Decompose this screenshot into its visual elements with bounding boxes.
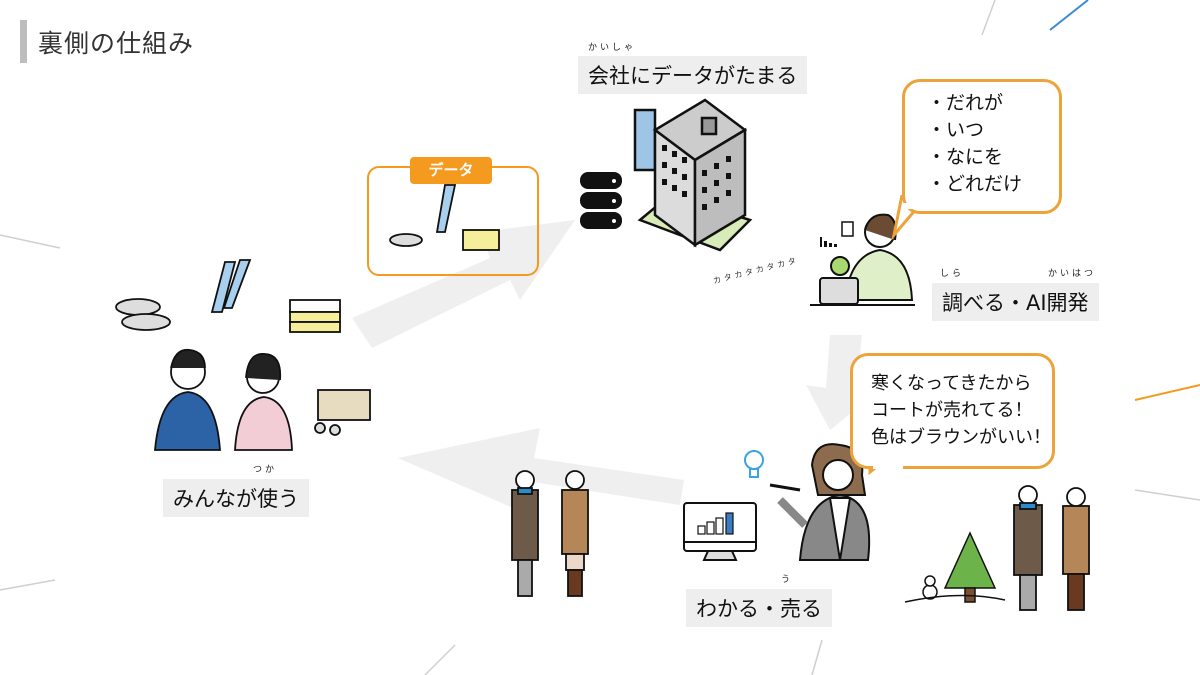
ruby-research-1: しら bbox=[940, 269, 965, 279]
orange-accent-line bbox=[1134, 384, 1200, 401]
flow-arrow-left bbox=[398, 428, 684, 510]
step-label-sell: わかる・売る bbox=[686, 589, 832, 627]
users-illustration bbox=[154, 348, 371, 451]
bubble-tail-mask bbox=[873, 464, 903, 469]
money-icon bbox=[314, 389, 371, 436]
step-label-use: みんなが使う bbox=[163, 479, 309, 517]
question-line: ・どれだけ bbox=[927, 173, 1023, 195]
blue-accent-line bbox=[1049, 0, 1089, 31]
bubble-tail-mask bbox=[902, 203, 932, 209]
bar-chart-icon bbox=[820, 237, 837, 247]
ruby-research-2: かいはつ bbox=[1048, 269, 1097, 279]
speech-bubble-insight: 寒くなってきたから コートが売れてる！ 色はブラウンがいい！ bbox=[850, 353, 1055, 469]
flow-arrow-down bbox=[806, 335, 880, 430]
pie-chart-icon bbox=[830, 256, 850, 276]
question-line: ・だれが bbox=[927, 92, 1004, 114]
insight-line: 寒くなってきたから bbox=[871, 373, 1032, 394]
step-label-company: 会社にデータがたまる bbox=[578, 56, 808, 94]
clothes-items-illustration bbox=[115, 184, 500, 333]
lightbulb-icon bbox=[744, 450, 764, 478]
database-icon bbox=[580, 172, 622, 229]
monitor-chart-icon bbox=[683, 502, 757, 561]
snow-tree-icon bbox=[904, 531, 1006, 603]
analyst-illustration bbox=[683, 443, 871, 561]
data-tag: データ bbox=[410, 157, 492, 184]
ruby-sell: う bbox=[781, 575, 794, 585]
insight-line: コートが売れてる！ bbox=[871, 400, 1033, 421]
title-accent-bar bbox=[20, 20, 27, 63]
couple-illustration-winter bbox=[1013, 485, 1090, 611]
page-title: 裏側の仕組み bbox=[38, 29, 195, 58]
flow-arrow-to-company bbox=[352, 220, 575, 348]
question-line: ・なにを bbox=[927, 146, 1004, 168]
question-line: ・いつ bbox=[927, 119, 985, 141]
insight-line: 色はブラウンがいい！ bbox=[871, 427, 1051, 448]
ruby-company: かいしゃ bbox=[588, 43, 637, 53]
ruby-use: つか bbox=[253, 465, 278, 475]
couple-illustration-center bbox=[511, 470, 589, 597]
speech-bubble-questions: ・だれが ・いつ ・なにを ・どれだけ bbox=[902, 79, 1062, 214]
document-icon bbox=[841, 221, 854, 237]
step-label-research: 調べる・AI開発 bbox=[932, 283, 1099, 321]
office-building-icon bbox=[633, 98, 753, 252]
